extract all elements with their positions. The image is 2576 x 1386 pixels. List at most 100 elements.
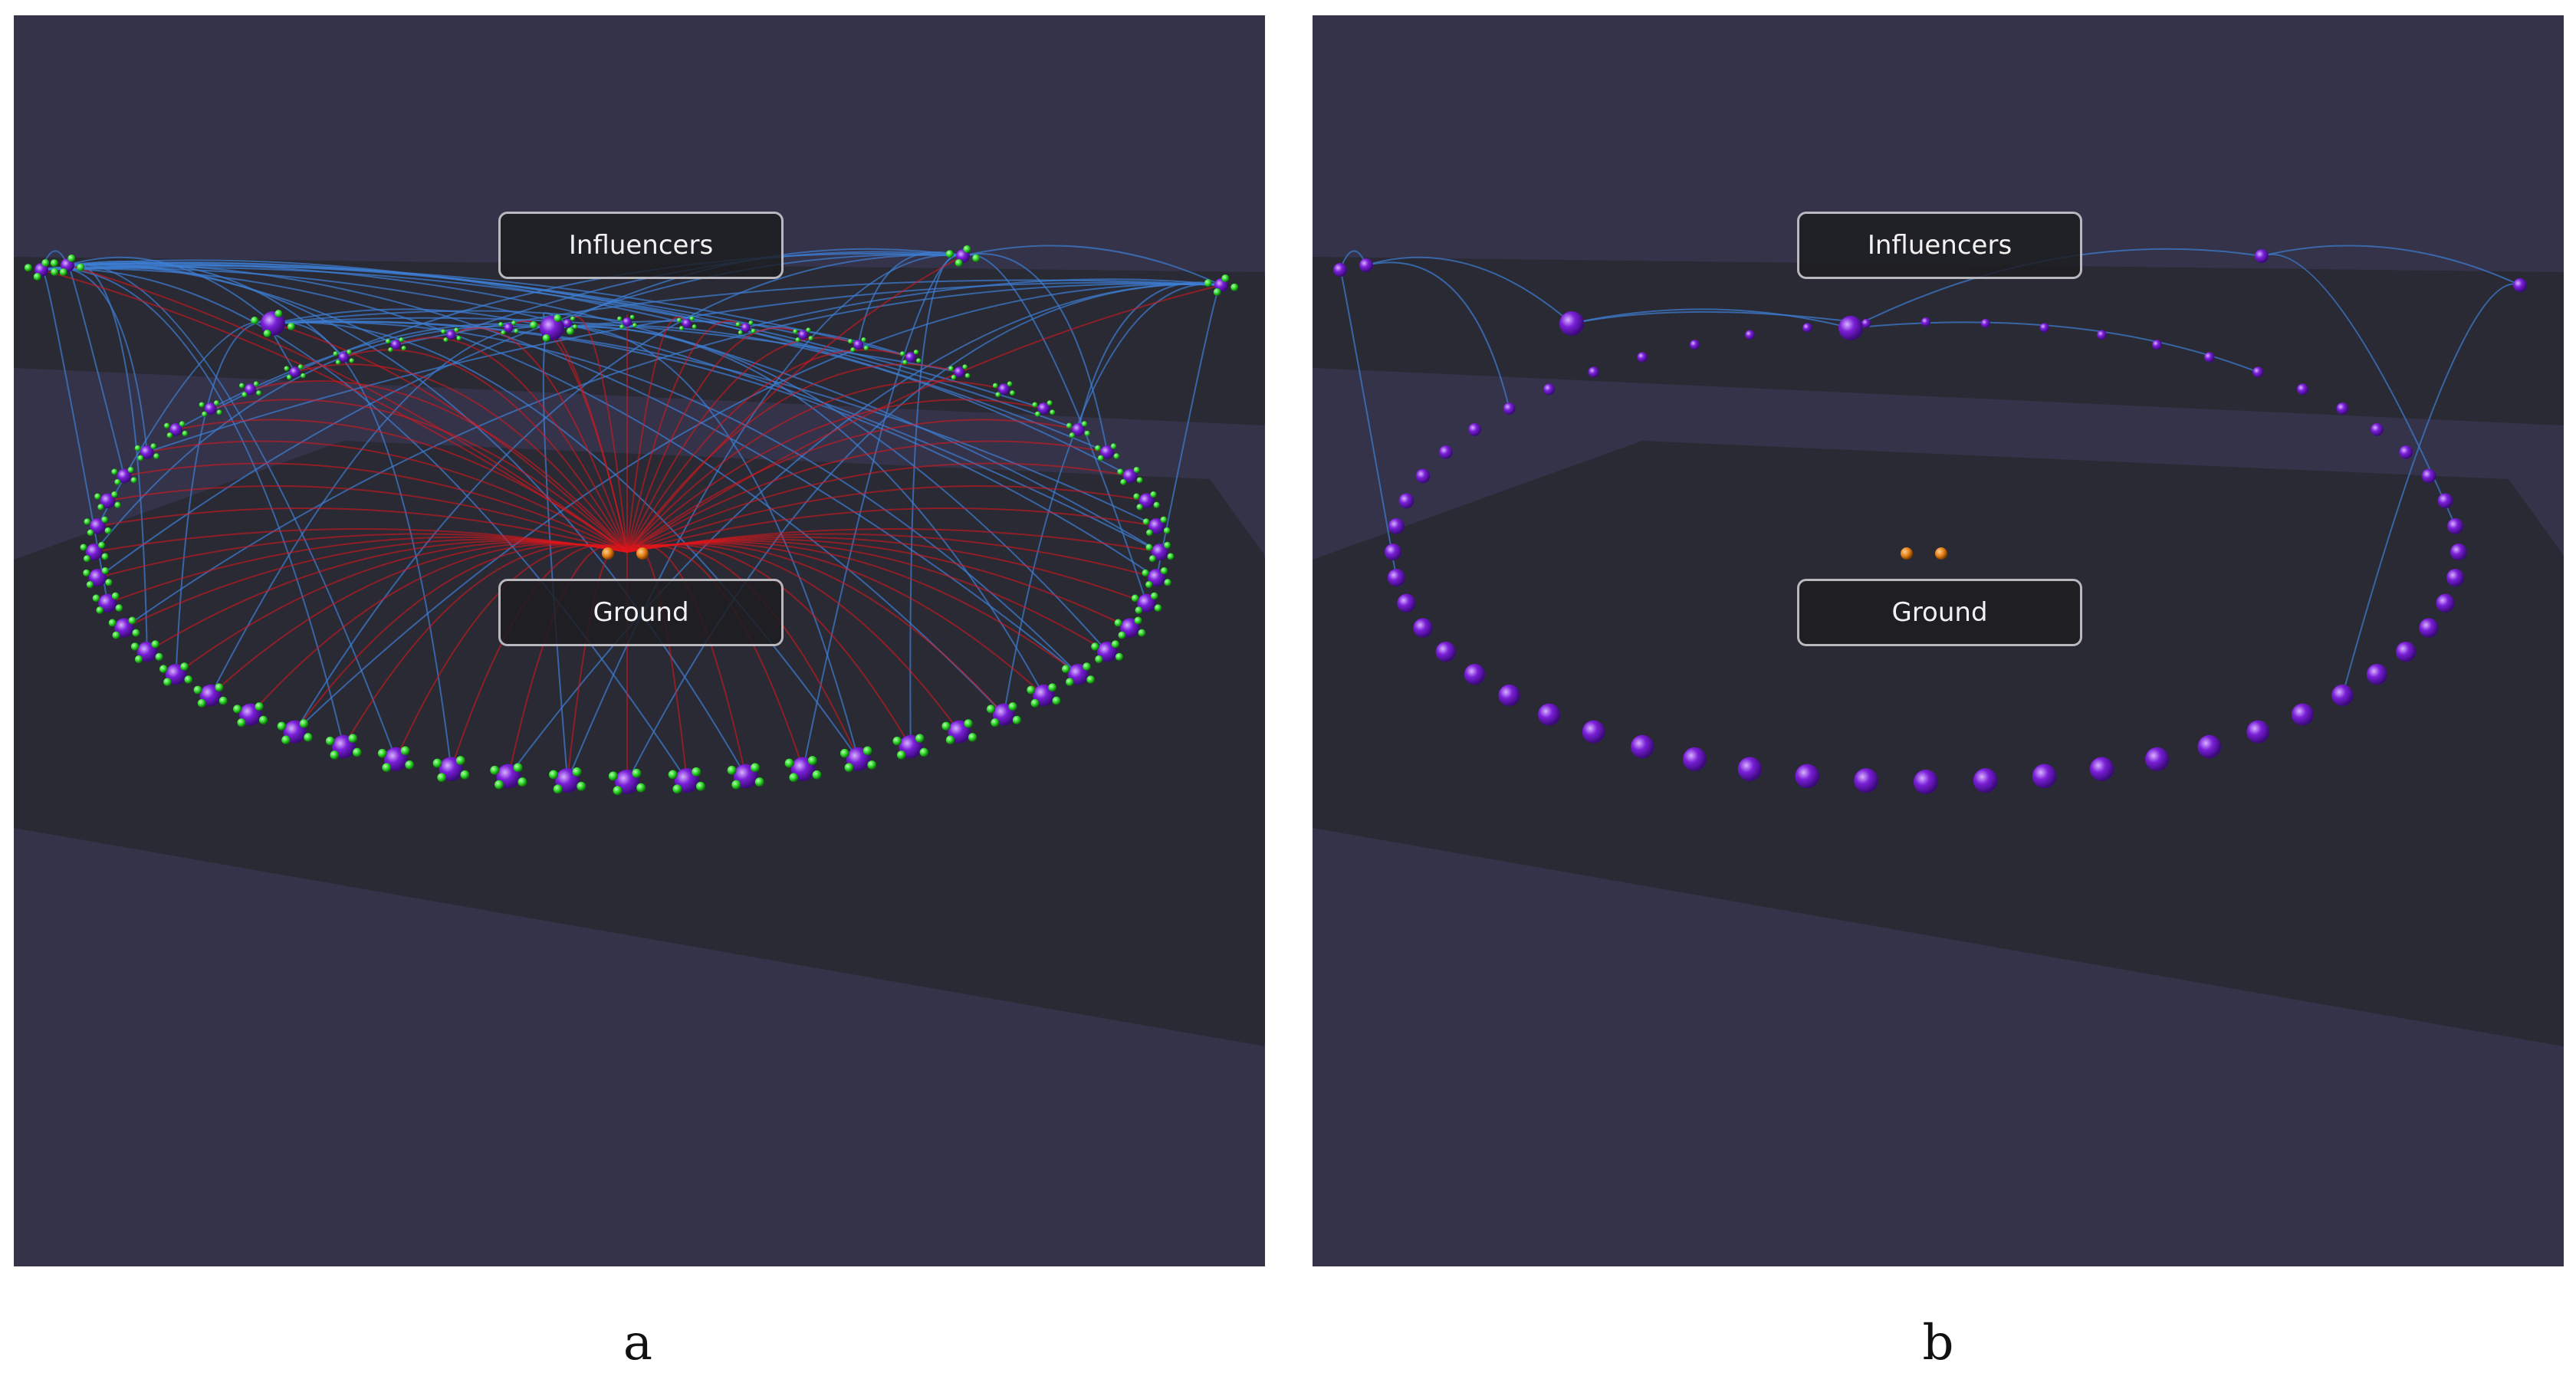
follower-node <box>454 327 459 333</box>
follower-node <box>256 390 262 396</box>
follower-node <box>1138 629 1146 637</box>
follower-node <box>995 392 1001 398</box>
follower-node <box>1007 381 1013 387</box>
follower-node <box>202 411 208 417</box>
follower-node <box>253 381 259 387</box>
ground-node <box>1037 402 1050 415</box>
follower-node <box>251 316 259 324</box>
ground-edge <box>94 528 628 553</box>
ground-node <box>1398 493 1414 509</box>
follower-node <box>570 316 575 321</box>
follower-node <box>281 735 291 744</box>
follower-node <box>951 374 957 380</box>
follower-node <box>333 351 338 356</box>
influence-edge <box>1571 310 1867 324</box>
follower-node <box>1163 527 1171 534</box>
ground-node <box>1914 770 1938 794</box>
ground-node <box>1100 445 1115 459</box>
ground-node <box>623 317 632 327</box>
follower-node <box>972 254 981 262</box>
follower-node <box>213 400 220 406</box>
follower-node <box>899 351 905 356</box>
follower-node <box>679 326 685 331</box>
follower-node <box>105 579 113 586</box>
ground-node <box>1854 768 1879 793</box>
influence-edge <box>962 245 1222 286</box>
follower-node <box>915 734 925 743</box>
ground-edge <box>626 337 859 553</box>
influence-edge <box>745 278 1222 329</box>
follower-node <box>812 770 822 780</box>
follower-node <box>632 768 642 778</box>
ground-edge <box>626 462 1131 553</box>
influence-edge <box>272 321 452 770</box>
follower-node <box>514 328 519 333</box>
influencer-node <box>1359 258 1373 272</box>
ground-node <box>2039 323 2049 333</box>
follower-node <box>97 504 104 511</box>
ground-edge <box>626 316 688 553</box>
ground-hub-node <box>602 547 614 560</box>
ground-plane <box>1313 441 2564 1046</box>
follower-node <box>692 767 702 777</box>
follower-node <box>1135 606 1143 614</box>
ground-node <box>165 663 187 685</box>
ground-edge <box>210 399 628 553</box>
ground-node <box>140 445 154 459</box>
follower-node <box>405 760 415 770</box>
ground-edge <box>97 507 628 553</box>
follower-node <box>1008 702 1017 711</box>
influencer-node <box>540 316 564 340</box>
follower-node <box>1145 544 1153 551</box>
follower-node <box>964 373 971 379</box>
follower-node <box>964 719 973 728</box>
follower-node <box>263 329 271 337</box>
follower-node <box>807 756 817 765</box>
ground-node <box>1413 618 1433 638</box>
ground-edge <box>626 327 804 553</box>
influence-edge <box>41 264 803 336</box>
follower-node <box>577 781 586 791</box>
follower-node <box>793 329 798 334</box>
influence-edge <box>67 263 148 652</box>
follower-node <box>67 255 76 263</box>
follower-node <box>1114 619 1122 627</box>
follower-node <box>325 736 335 746</box>
ground-node <box>2152 340 2163 350</box>
follower-node <box>542 333 550 342</box>
follower-node <box>1050 409 1056 415</box>
influencer-node <box>2513 278 2527 292</box>
ground-node <box>1120 618 1140 638</box>
follower-node <box>863 746 872 756</box>
ground-edge <box>343 349 628 553</box>
ground-edge <box>626 349 912 553</box>
ground-edge <box>626 363 960 553</box>
follower-node <box>86 580 94 589</box>
follower-node <box>1066 678 1074 686</box>
ground-edge <box>626 440 1108 553</box>
follower-node <box>945 735 955 744</box>
ground-node <box>682 318 692 328</box>
follower-node <box>795 337 800 343</box>
follower-node <box>1084 430 1091 437</box>
ground-node <box>2331 684 2354 707</box>
follower-node <box>1133 466 1140 473</box>
follower-node <box>304 733 313 742</box>
follower-node <box>1048 683 1057 692</box>
ground-edge <box>41 269 628 553</box>
follower-node <box>163 678 172 686</box>
follower-node <box>258 715 268 724</box>
follower-node <box>239 383 245 389</box>
influence-edge <box>94 325 553 553</box>
ground-node <box>2396 641 2417 662</box>
follower-node <box>153 453 159 459</box>
follower-node <box>861 337 866 343</box>
follower-node <box>941 721 951 731</box>
follower-node <box>180 662 189 671</box>
follower-node <box>1097 455 1104 461</box>
influencer-node <box>1333 263 1347 277</box>
influence-edge <box>962 254 1148 604</box>
ground-node <box>1438 445 1453 459</box>
follower-node <box>1146 529 1153 537</box>
influence-edge <box>272 308 553 329</box>
